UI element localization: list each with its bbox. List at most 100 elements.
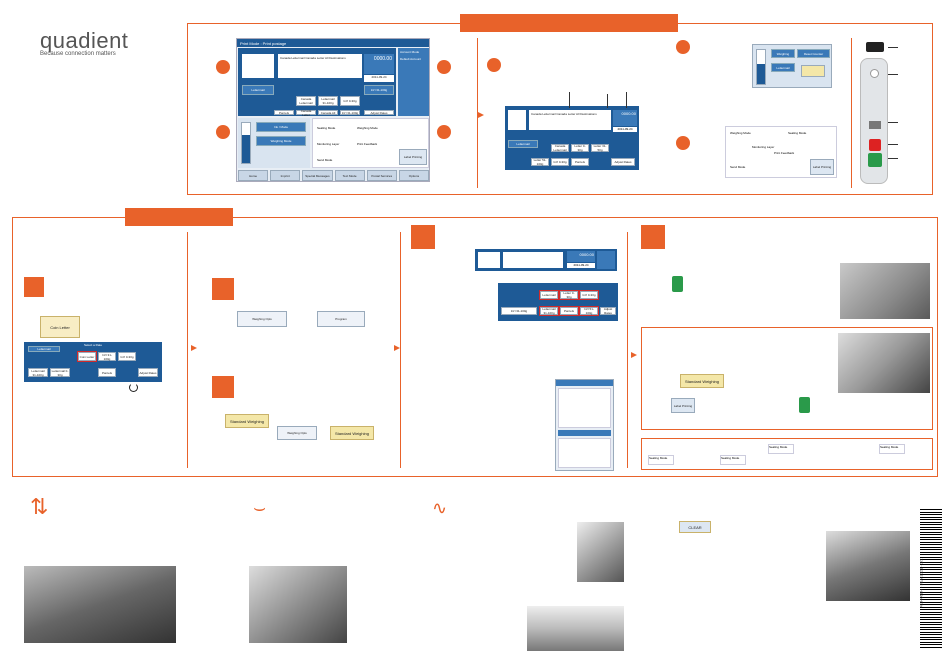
rate-adjust-button[interactable]: Adjust Rates (611, 158, 635, 166)
weighing-opts-button[interactable]: Weighing Opts (237, 311, 287, 327)
top-divider (477, 38, 478, 188)
step-2 (212, 278, 234, 300)
mode-tag-1[interactable]: Sealing Mode (648, 455, 674, 465)
step1-lettermail-0-30[interactable]: Lettermail 0-30g (50, 368, 70, 377)
step5-label-printing[interactable]: Label Printing (671, 398, 695, 413)
step4-rate-0[interactable]: Lettermail (539, 290, 559, 300)
print-feedback-tool[interactable]: Print Feedback (357, 142, 378, 146)
rate-envelope-image (508, 110, 526, 130)
ink-mode-button[interactable]: Ink / Mode (256, 122, 306, 132)
program-button[interactable]: Program (317, 311, 365, 327)
rate-letter-51-100-button[interactable]: Letter 51-100g (531, 158, 549, 166)
canada-lettermail-button[interactable]: Canada Lettermail (296, 96, 316, 106)
tab-options[interactable]: Options (398, 170, 430, 181)
device-button-top[interactable] (870, 69, 879, 78)
intl-31-100-button[interactable]: Int'l 31-100g (340, 110, 360, 115)
intl-0-30-button[interactable]: Int'l 0-30g (340, 96, 360, 106)
step4-rate-6[interactable]: Int'l 51-100g (579, 306, 599, 316)
jam-icon: ⇅ (30, 494, 49, 519)
tab-postal-services[interactable]: Postal Services (366, 170, 397, 181)
tools-weighing-mode[interactable]: Weighing Mode (730, 131, 751, 135)
lettermail-31-100-button[interactable]: Lettermail 31-100g (318, 96, 338, 106)
weighing-top-button[interactable]: Weighing (771, 49, 795, 58)
standard-weighing-button[interactable]: Standard Weighing (225, 414, 269, 428)
step4-rate-1[interactable]: Letter 0-30g (559, 290, 579, 300)
monitoring-layer-tool[interactable]: Monitoring Layer (317, 142, 340, 146)
callout-5 (487, 58, 501, 72)
step1-parcels[interactable]: Parcels (98, 368, 116, 377)
tab-home[interactable]: Home (238, 170, 269, 181)
lettermail-top-button[interactable]: Lettermail (771, 63, 795, 72)
canada-letter-button[interactable]: Canada Letter (296, 109, 316, 117)
canada-all-button[interactable]: Canada All (318, 110, 338, 115)
main-screen: Print Mode : Print postage Canada Letter… (236, 38, 430, 182)
tray-photo (527, 606, 624, 651)
scale-button[interactable]: Int'l 31-100g (364, 85, 394, 95)
tools-sealing-mode[interactable]: Sealing Mode (788, 131, 807, 135)
tools-label-printing[interactable]: Label Printing (810, 159, 834, 175)
coin-letter-button[interactable]: Coin Letter (40, 316, 80, 338)
weighing-mode-button[interactable]: Weighing Mode (256, 136, 306, 146)
ink-screen: Weighing Reset Counter Lettermail (752, 44, 832, 88)
step1-intl-31-100[interactable]: Int'l 31-100g (98, 352, 116, 361)
stop-button[interactable] (869, 139, 881, 151)
tools-monitoring-layer[interactable]: Monitoring Layer (752, 145, 775, 149)
step4-rate-2[interactable]: Int'l 0-30g (579, 290, 599, 300)
tab-special-messages[interactable]: Special Messages (302, 170, 333, 181)
step4-amount[interactable]: 0000.00 (567, 251, 595, 262)
clear-button[interactable]: CLEAR (679, 521, 711, 533)
lettermail-button[interactable]: Lettermail (242, 85, 274, 95)
step4-rate-4[interactable]: Lettermail 31-100g (539, 306, 559, 316)
rate-canada-lettermail-button[interactable]: Canada Lettermail (551, 144, 569, 152)
send-mode-tool[interactable]: Send Mode (317, 158, 333, 162)
main-screen-title: Print Mode : Print postage (240, 40, 287, 46)
step4-rate-5[interactable]: Parcels (559, 306, 579, 316)
rate-screen: Canada Lettermail Canada Letter All Dest… (505, 106, 639, 170)
tab-imprint[interactable]: Imprint (270, 170, 301, 181)
ink-screen-bar (756, 49, 766, 85)
rate-intl-button[interactable]: Int'l 0-30g (551, 158, 569, 166)
brand-logo: quadient Because connection matters (40, 28, 150, 58)
callout-3 (437, 125, 451, 139)
mode-tag-3[interactable]: Sealing Mode (768, 444, 794, 454)
step5-start-icon (799, 397, 810, 413)
rate-amount-box[interactable]: 0000.00 (613, 110, 637, 126)
step4-rate-7[interactable]: Adjust Rates (600, 307, 616, 315)
device-card-slot[interactable] (869, 121, 881, 129)
ink-cartridge-photo (249, 566, 347, 643)
standard-weighing-button-2[interactable]: Standard Weighing (330, 426, 374, 440)
main-screen-top-panel: Canada Lettermail Canada Letter All Dest… (238, 48, 396, 117)
mode-tag-2[interactable]: Sealing Mode (720, 455, 746, 465)
device-switch[interactable] (866, 42, 884, 52)
power-icon (129, 383, 138, 392)
ink-top-icon-button[interactable] (801, 65, 825, 77)
step1-coin-letter[interactable]: Coin Letter (77, 351, 97, 362)
rate-letter-31-50-button[interactable]: Letter 31-50g (591, 144, 609, 152)
mode-tag-4[interactable]: Sealing Mode (879, 444, 905, 454)
weighing-mode-tool[interactable]: Weighing Mode (357, 126, 378, 130)
start-button[interactable] (868, 153, 882, 167)
step1-lettermail-31-100[interactable]: Lettermail 31-100g (28, 368, 48, 377)
account-panel: Account Mode Default Account (398, 48, 429, 116)
step1-intl-0-30[interactable]: Int'l 0-30g (118, 352, 136, 361)
amount-box[interactable]: 0000.00 (364, 54, 394, 74)
label-printing-tool[interactable]: Label Printing (399, 149, 427, 165)
sealing-mode-tool[interactable]: Sealing Mode (317, 126, 336, 130)
adjust-rates-button[interactable]: Adjust Rates (364, 110, 394, 115)
rate-envelope-text: Canada Lettermail Canada Letter All Dest… (531, 112, 597, 116)
callout-line (888, 122, 898, 123)
tools-print-feedback[interactable]: Print Feedback (774, 151, 795, 155)
rate-parcels-button[interactable]: Parcels (571, 158, 589, 166)
step4-date: 2011-09-24 (567, 263, 595, 268)
weighing-opts-button-2[interactable]: Weighing Opts (277, 426, 317, 440)
step5-standard-weighing[interactable]: Standard Weighing (680, 374, 724, 388)
step4-rate-3[interactable]: Int'l 31-100g (501, 307, 537, 315)
reset-counter-button[interactable]: Reset Counter (797, 49, 830, 58)
tools-send-mode[interactable]: Send Mode (730, 165, 746, 169)
parcels-button[interactable]: Parcels (274, 110, 294, 115)
tab-text-mode[interactable]: Text Mode (334, 170, 365, 181)
rate-lettermail-button[interactable]: Lettermail (508, 140, 538, 148)
step1-lettermail[interactable]: Lettermail (28, 346, 60, 352)
step1-adjust-rates[interactable]: Adjust Rates (138, 368, 158, 377)
rate-letter-0-30-button[interactable]: Letter 0-30g (571, 144, 589, 152)
